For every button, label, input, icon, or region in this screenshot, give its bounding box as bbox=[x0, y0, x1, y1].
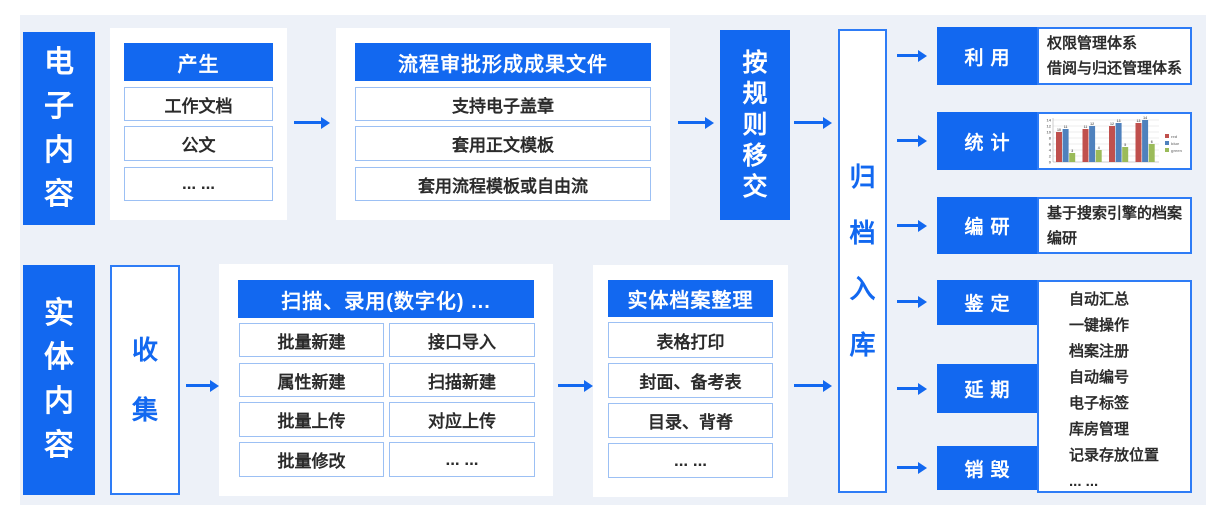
output-desc-use: 权限管理体系 借阅与归还管理体系 bbox=[1037, 27, 1192, 85]
physical-content-label: 实 体 内 容 bbox=[23, 265, 95, 495]
svg-text:6: 6 bbox=[1151, 140, 1153, 144]
svg-text:13: 13 bbox=[1137, 119, 1141, 123]
flow-arrow bbox=[897, 461, 927, 474]
svg-text:13: 13 bbox=[1117, 119, 1121, 123]
svg-text:blue: blue bbox=[1171, 141, 1180, 146]
flow-arrow bbox=[186, 379, 219, 392]
svg-text:green: green bbox=[1171, 148, 1182, 153]
flow-arrow bbox=[897, 295, 927, 308]
produce-item: 工作文档 bbox=[124, 87, 273, 121]
use-desc-text: 权限管理体系 借阅与归还管理体系 bbox=[1047, 35, 1183, 77]
output-label-extension: 延期 bbox=[937, 364, 1037, 413]
collect-box: 收 集 bbox=[110, 265, 180, 495]
svg-text:0: 0 bbox=[1049, 160, 1052, 165]
svg-text:4: 4 bbox=[1049, 148, 1052, 153]
appraisal-list-text: 自动汇总 一键操作 档案注册 自动编号 电子标签 库房管理 记录存放位置 ...… bbox=[1069, 291, 1160, 490]
svg-text:6: 6 bbox=[1049, 142, 1052, 147]
svg-text:4: 4 bbox=[1098, 146, 1100, 150]
svg-text:11: 11 bbox=[1084, 125, 1088, 129]
output-label-use: 利用 bbox=[937, 27, 1037, 85]
arrange-item: 目录、背脊 bbox=[608, 403, 773, 438]
physical-arrange-panel: 实体档案整理 表格打印 封面、备考表 目录、背脊 ... ... bbox=[593, 265, 788, 497]
svg-text:8: 8 bbox=[1049, 136, 1052, 141]
archive-storage-box: 归 档 入 库 bbox=[838, 29, 887, 493]
arrange-item: 封面、备考表 bbox=[608, 363, 773, 398]
svg-text:5: 5 bbox=[1124, 143, 1126, 147]
scan-digitize-header: 扫描、录用(数字化) ... bbox=[238, 280, 534, 318]
scan-item: 接口导入 bbox=[389, 323, 535, 357]
produce-panel: 产生 工作文档 公文 ... ... bbox=[110, 28, 287, 220]
produce-item: 公文 bbox=[124, 126, 273, 161]
arrange-item: 表格打印 bbox=[608, 322, 773, 358]
flow-arrow bbox=[678, 116, 714, 129]
output-label-destroy: 销毁 bbox=[937, 446, 1037, 490]
output-label-research: 编研 bbox=[937, 197, 1037, 254]
stats-mini-bar-chart: 0246810121410111213red11121314blue3456gr… bbox=[1047, 116, 1183, 165]
physical-arrange-header: 实体档案整理 bbox=[608, 280, 773, 317]
scan-item: 批量新建 bbox=[239, 323, 384, 357]
approval-panel: 流程审批形成成果文件 支持电子盖章 套用正文模板 套用流程模板或自由流 bbox=[336, 28, 670, 220]
svg-text:12: 12 bbox=[1110, 122, 1114, 126]
flow-arrow bbox=[558, 379, 593, 392]
arrange-item: ... ... bbox=[608, 443, 773, 478]
svg-text:3: 3 bbox=[1071, 149, 1073, 153]
produce-item: ... ... bbox=[124, 167, 273, 201]
output-desc-research: 基于搜索引擎的档案 编研 bbox=[1037, 197, 1192, 254]
scan-item: 属性新建 bbox=[239, 363, 384, 397]
svg-text:10: 10 bbox=[1057, 128, 1061, 132]
svg-text:red: red bbox=[1171, 134, 1178, 139]
approval-header: 流程审批形成成果文件 bbox=[355, 43, 651, 81]
svg-text:14: 14 bbox=[1047, 118, 1052, 123]
flow-arrow bbox=[897, 219, 927, 232]
output-desc-appraisal-list: 自动汇总 一键操作 档案注册 自动编号 电子标签 库房管理 记录存放位置 ...… bbox=[1037, 280, 1192, 493]
svg-text:14: 14 bbox=[1143, 116, 1147, 120]
svg-text:10: 10 bbox=[1047, 130, 1052, 135]
approval-item: 套用流程模板或自由流 bbox=[355, 167, 651, 201]
flow-arrow bbox=[897, 134, 927, 147]
research-desc-text: 基于搜索引擎的档案 编研 bbox=[1047, 204, 1183, 247]
flow-arrow bbox=[897, 382, 927, 395]
scan-item: 批量上传 bbox=[239, 402, 384, 437]
svg-text:11: 11 bbox=[1064, 125, 1068, 129]
scan-item: 批量修改 bbox=[239, 442, 384, 477]
flow-arrow bbox=[794, 116, 832, 129]
transfer-by-rule-box: 按 规 则 移 交 bbox=[720, 30, 790, 220]
svg-text:2: 2 bbox=[1049, 154, 1052, 159]
scan-digitize-panel: 扫描、录用(数字化) ... 批量新建 接口导入 属性新建 扫描新建 批量上传 … bbox=[219, 264, 553, 496]
svg-text:12: 12 bbox=[1090, 122, 1094, 126]
output-label-appraisal: 鉴定 bbox=[937, 280, 1037, 325]
scan-item: 扫描新建 bbox=[389, 363, 535, 397]
svg-text:12: 12 bbox=[1047, 124, 1052, 129]
flow-arrow bbox=[897, 49, 927, 62]
approval-item: 套用正文模板 bbox=[355, 126, 651, 161]
scan-item: ... ... bbox=[389, 442, 535, 477]
scan-item: 对应上传 bbox=[389, 402, 535, 437]
approval-item: 支持电子盖章 bbox=[355, 87, 651, 121]
output-label-statistics: 统计 bbox=[937, 112, 1037, 170]
electronic-content-label: 电 子 内 容 bbox=[23, 32, 95, 225]
produce-header: 产生 bbox=[124, 43, 273, 81]
flow-arrow bbox=[294, 116, 330, 129]
flow-arrow bbox=[794, 379, 832, 392]
